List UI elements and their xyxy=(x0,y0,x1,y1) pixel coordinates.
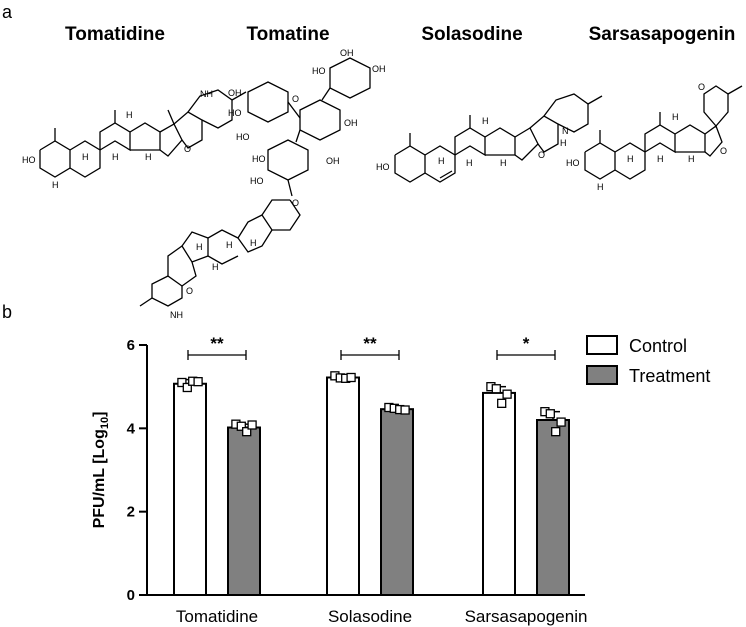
y-tick-label: 4 xyxy=(127,420,136,437)
atom-h-tomatidine-3: H xyxy=(112,152,119,162)
data-point xyxy=(502,389,512,399)
y-tick-label: 6 xyxy=(127,337,135,354)
y-tick-label: 2 xyxy=(127,504,135,521)
bar-control xyxy=(482,391,516,596)
atom-o-solasodine: O xyxy=(538,150,545,160)
compound-title-sarsasapogenin: Sarsasapogenin xyxy=(589,24,736,45)
atom-o-tomatine-1: O xyxy=(292,94,299,104)
data-point xyxy=(193,377,203,387)
atom-h-sarsasapogenin-2: H xyxy=(627,154,634,164)
x-category-label: Solasodine xyxy=(328,607,412,626)
atom-h-tomatidine-1: H xyxy=(52,180,59,190)
atom-ho-tomatine-1: HO xyxy=(228,108,242,118)
atom-oh-tomatine-5: OH xyxy=(326,156,340,166)
atom-h-tomatidine-5: H xyxy=(145,152,152,162)
data-point xyxy=(545,409,555,419)
atom-h-solasodine-1: H xyxy=(438,156,445,166)
atom-o-sarsasapogenin-2: O xyxy=(698,82,705,92)
bar-treatment xyxy=(380,408,414,596)
data-point xyxy=(247,420,257,430)
compound-title-solasodine: Solasodine xyxy=(421,24,522,45)
atom-o-tomatine-3: O xyxy=(186,286,193,296)
bar-control xyxy=(326,376,360,596)
data-point xyxy=(556,417,566,427)
atom-h-tomatine-3: H xyxy=(212,262,219,272)
atom-oh-tomatine-2: OH xyxy=(340,48,354,58)
atom-h-tomatine-1: H xyxy=(196,242,203,252)
data-point xyxy=(346,372,356,383)
structure-sarsasapogenin: HO O O H H H H H xyxy=(566,82,743,192)
structure-solasodine: HO O N H H H H H xyxy=(376,93,603,183)
atom-h-solasodine-4: H xyxy=(500,158,507,168)
legend-swatch-control xyxy=(586,335,618,355)
atom-h-tomatidine-2: H xyxy=(82,152,89,162)
atom-oh-tomatine-3: OH xyxy=(372,64,386,74)
atom-nh-tomatidine: NH xyxy=(200,89,213,99)
atom-h-sarsasapogenin-4: H xyxy=(672,112,679,122)
atom-ho-tomatine-4: HO xyxy=(252,154,266,164)
significance-marker: ** xyxy=(210,334,224,353)
structure-tomatine: OH HO HO OH OH HO OH OH HO HO O O O NH H… xyxy=(139,48,386,320)
bar-treatment xyxy=(536,419,570,596)
data-point xyxy=(491,384,501,394)
data-point xyxy=(182,382,192,393)
atom-h-sarsasapogenin-5: H xyxy=(688,154,695,164)
atom-ho-tomatine-2: HO xyxy=(236,132,250,142)
data-point xyxy=(177,377,187,388)
y-axis-label: PFU/mL [Log10] xyxy=(91,412,111,529)
data-point xyxy=(400,405,410,415)
atom-o-tomatine-2: O xyxy=(292,198,299,208)
atom-h-tomatine-4: H xyxy=(250,238,257,248)
y-tick-label: 0 xyxy=(127,587,135,604)
atom-ho-tomatine-3: HO xyxy=(312,66,326,76)
data-point xyxy=(551,427,561,437)
panel-b-letter: b xyxy=(2,302,12,322)
atom-n-solasodine: N xyxy=(562,126,569,136)
data-point xyxy=(242,427,252,437)
atom-o-sarsasapogenin-1: O xyxy=(720,146,727,156)
bar-control xyxy=(173,382,207,596)
atom-oh-tomatine-4: OH xyxy=(344,118,358,128)
x-category-label: Tomatidine xyxy=(176,607,258,626)
data-point xyxy=(236,421,246,431)
atom-h-solasodine-3: H xyxy=(482,116,489,126)
data-point xyxy=(497,398,507,408)
atom-ho-tomatine-5: HO xyxy=(250,176,264,186)
atom-oh-tomatine-1: OH xyxy=(228,88,242,98)
legend-label-treatment: Treatment xyxy=(629,366,710,386)
atom-ho-solasodine: HO xyxy=(376,162,390,172)
panel-a-letter: a xyxy=(2,2,13,22)
atom-h-tomatine-2: H xyxy=(226,240,233,250)
atom-h-sarsasapogenin-1: H xyxy=(597,182,604,192)
significance-marker: ** xyxy=(363,334,377,353)
atom-h-tomatidine-4: H xyxy=(126,110,133,120)
atom-ho-sarsasapogenin: HO xyxy=(566,158,580,168)
significance-marker: * xyxy=(523,334,530,353)
legend-swatch-treatment xyxy=(586,365,618,385)
atom-o-tomatidine: O xyxy=(184,144,191,154)
structure-tomatidine: HO O NH H H H H H xyxy=(22,89,247,190)
x-category-label: Sarsasapogenin xyxy=(465,607,588,626)
legend-label-control: Control xyxy=(629,336,687,356)
atom-h-solasodine-n: H xyxy=(560,138,567,148)
atom-h-solasodine-2: H xyxy=(466,158,473,168)
atom-ho-tomatidine: HO xyxy=(22,155,36,165)
compound-title-tomatidine: Tomatidine xyxy=(65,24,165,45)
atom-h-sarsasapogenin-3: H xyxy=(657,154,664,164)
bar-treatment xyxy=(227,426,261,596)
atom-nh-tomatine: NH xyxy=(170,310,183,320)
compound-title-tomatine: Tomatine xyxy=(246,24,329,45)
